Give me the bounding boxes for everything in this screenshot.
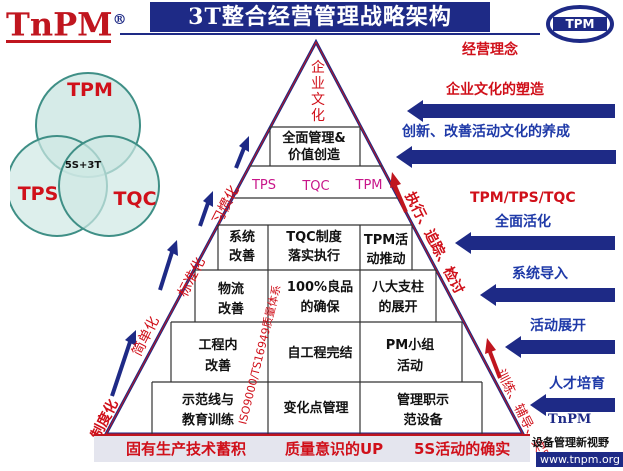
foundation-bar — [94, 434, 530, 462]
band-tpm: TPM — [355, 178, 383, 193]
row3-right-2: 活动 — [397, 358, 423, 374]
row2-mid-1: 100%良品 — [287, 279, 353, 295]
label-tpm-tps-tqc: TPM/TPS/TQC — [470, 190, 576, 206]
row3-mid: 自工程完结 — [287, 345, 352, 361]
row1-right-1: TPM活 — [364, 232, 408, 248]
page-title: 3T整合经营管理战略架构 — [150, 2, 490, 32]
apex-char-4: 化 — [311, 108, 325, 124]
row2-right-1: 八大支柱 — [371, 279, 424, 295]
row3-left-1: 工程内 — [198, 337, 237, 353]
row2-right-2: 的展开 — [378, 299, 417, 315]
apex-char-3: 文 — [311, 92, 325, 108]
label-activity-rollout: 活动展开 — [530, 318, 586, 334]
top-cell-line-1: 全面管理& — [281, 130, 345, 146]
venn-circle-tqc — [58, 135, 160, 237]
title-divider — [120, 33, 540, 35]
venn-label-tps: TPS — [18, 183, 59, 205]
label-innovation-culture: 创新、改善活动文化的养成 — [402, 124, 570, 140]
row4-right-2: 范设备 — [403, 412, 443, 428]
logo-underline — [6, 40, 111, 43]
pyramid-dividers — [152, 126, 482, 434]
foundation-5s-activity: 5S活动的确实 — [414, 440, 511, 458]
row1-left-1: 系统 — [229, 229, 255, 245]
row2-left-2: 改善 — [218, 301, 244, 317]
row1-right-2: 动推动 — [366, 251, 405, 267]
venn-diagram: TPM TPS TQC 5S+3T — [10, 72, 160, 237]
apex-char-1: 企 — [311, 59, 325, 76]
row1-left-2: 改善 — [229, 248, 255, 264]
label-talent-cultivation: 人才培育 — [549, 376, 605, 392]
row2-left-1: 物流 — [218, 281, 244, 297]
label-system-introduction: 系统导入 — [512, 266, 568, 282]
row4-left-2: 教育训练 — [181, 412, 234, 428]
row1-mid-1: TQC制度 — [286, 229, 342, 245]
apex-char-2: 业 — [311, 76, 325, 92]
top-cell-line-2: 价值创造 — [288, 147, 341, 163]
tpm-logo-badge: TPM — [546, 5, 614, 43]
footer-caption: 设备管理新视野 — [532, 436, 609, 449]
row1-mid-2: 落实执行 — [288, 248, 340, 264]
row3-right-1: PM小组 — [386, 337, 434, 353]
row4-left-1: 示范线与 — [182, 392, 234, 408]
right-side-arrows — [390, 172, 502, 379]
row4-mid: 变化点管理 — [283, 400, 348, 416]
row3-left-2: 改善 — [205, 358, 231, 374]
label-business-philosophy: 经营理念 — [462, 42, 518, 58]
row2-mid-2: 的确保 — [300, 299, 340, 315]
label-culture-shaping: 企业文化的塑造 — [446, 82, 544, 98]
venn-label-center: 5S+3T — [65, 160, 101, 171]
band-tqc: TQC — [301, 179, 329, 194]
foundation-tech-accumulation: 固有生产技术蓄积 — [126, 440, 247, 458]
band-tps: TPS — [251, 178, 276, 193]
left-side-arrows — [110, 136, 249, 397]
tpm-logo-text: TPM — [566, 17, 595, 31]
footer-url[interactable]: www.tnpm.org — [536, 452, 623, 467]
foundation-quality-awareness: 质量意识的UP — [285, 440, 384, 458]
tnpm-logo: TnPM® — [6, 5, 127, 44]
venn-label-tqc: TQC — [113, 188, 156, 210]
label-full-activation: 全面活化 — [495, 214, 551, 230]
venn-label-tpm: TPM — [67, 79, 113, 101]
pyramid-column-lines — [151, 270, 483, 434]
row4-right-1: 管理职示 — [397, 392, 449, 408]
footer-logo: TnPM — [548, 412, 592, 427]
